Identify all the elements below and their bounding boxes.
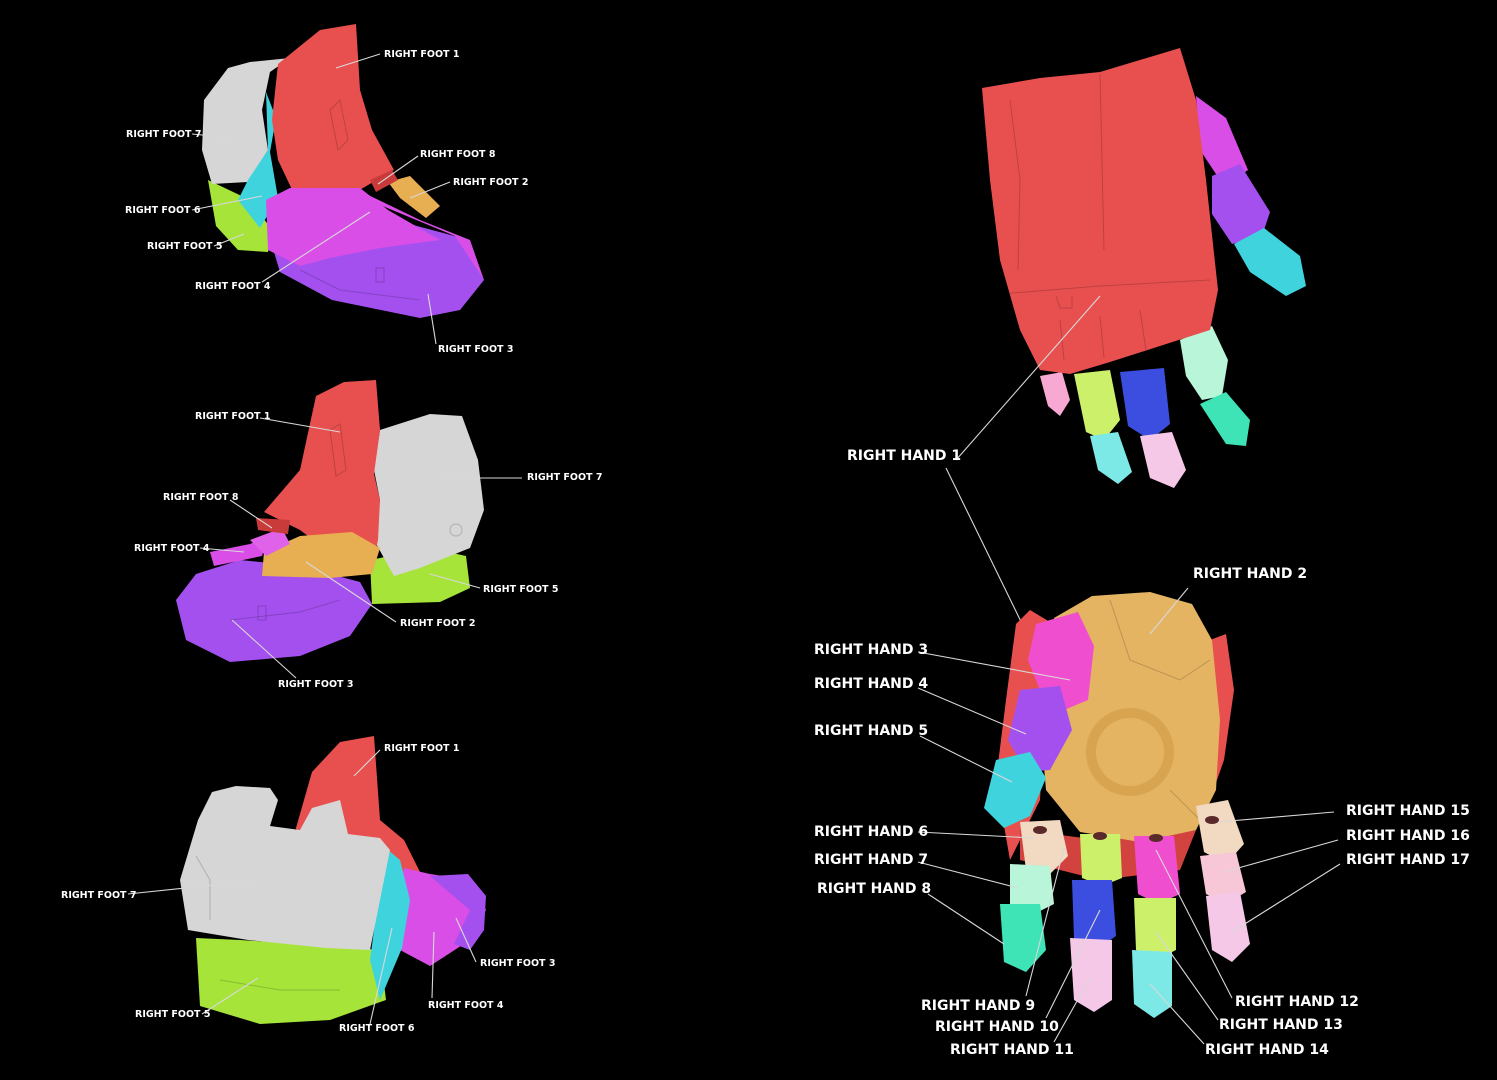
foot1-part-rf5 <box>208 180 272 252</box>
foot2-part-rf3 <box>176 560 372 662</box>
foot2-part-rf8 <box>256 518 290 534</box>
hand-label-rh2: RIGHT HAND 2 <box>1193 566 1307 582</box>
foot3-label-rf4: RIGHT FOOT 4 <box>428 1000 504 1011</box>
hand-label-rh11: RIGHT HAND 11 <box>950 1042 1074 1058</box>
hand-part-rh3 <box>1028 612 1094 710</box>
hand-view-bottom: RIGHT HAND 2 RIGHT HAND 3 RIGHT HAND 4 R… <box>814 566 1470 1058</box>
foot1-part-rf2 <box>388 176 440 218</box>
hand-label-rh4: RIGHT HAND 4 <box>814 676 928 692</box>
hand-part-rh8 <box>1000 904 1046 972</box>
foot-view-1: RIGHT FOOT 1 RIGHT FOOT 7 RIGHT FOOT 8 R… <box>125 24 528 355</box>
hand-label-rh14: RIGHT HAND 14 <box>1205 1042 1329 1058</box>
foot-view-3: RIGHT FOOT 1 RIGHT FOOT 7 RIGHT FOOT 3 R… <box>61 736 555 1034</box>
foot1-label-rf7: RIGHT FOOT 7 <box>126 129 201 140</box>
hand-label-rh13: RIGHT HAND 13 <box>1219 1017 1343 1033</box>
hand-label-rh12: RIGHT HAND 12 <box>1235 994 1359 1010</box>
foot3-label-rf3: RIGHT FOOT 3 <box>480 958 555 969</box>
foot2-label-rf1: RIGHT FOOT 1 <box>195 411 270 422</box>
hand-view-top: RIGHT HAND 1 <box>847 48 1306 641</box>
hand-part-rh6 <box>1020 820 1068 874</box>
hand-part-rh4 <box>1008 686 1072 772</box>
foot1-label-rf6: RIGHT FOOT 6 <box>125 205 201 216</box>
foot3-part-rf3 <box>430 874 486 950</box>
foot2-part-rf7 <box>374 414 484 576</box>
hand-part-rh12 <box>1134 836 1180 904</box>
foot3-label-rf6: RIGHT FOOT 6 <box>339 1023 415 1034</box>
hand-part-rh13 <box>1134 898 1176 960</box>
hand-label-rh5: RIGHT HAND 5 <box>814 723 928 739</box>
hand-part-rh11 <box>1070 938 1112 1012</box>
hand-part-rh15 <box>1196 800 1244 864</box>
hand-part-rh7 <box>1010 864 1054 914</box>
foot2-label-rf4: RIGHT FOOT 4 <box>134 543 210 554</box>
hand-part-rh16 <box>1200 852 1246 904</box>
foot3-label-rf5: RIGHT FOOT 5 <box>135 1009 210 1020</box>
hand-label-rh10: RIGHT HAND 10 <box>935 1019 1059 1035</box>
hand-part-rh14 <box>1132 950 1172 1018</box>
foot-view-2: RIGHT FOOT 1 RIGHT FOOT 7 RIGHT FOOT 8 R… <box>134 380 602 690</box>
hand-label-rh7: RIGHT HAND 7 <box>814 852 928 868</box>
foot1-label-rf3: RIGHT FOOT 3 <box>438 344 513 355</box>
foot1-part-rf4 <box>266 188 440 266</box>
hand-part-rh17 <box>1206 892 1250 962</box>
foot3-label-rf7: RIGHT FOOT 7 <box>61 890 136 901</box>
foot2-part-rf1 <box>264 380 380 566</box>
hand-label-rh1: RIGHT HAND 1 <box>847 448 961 464</box>
foot2-label-rf7: RIGHT FOOT 7 <box>527 472 602 483</box>
hand-part-rh10 <box>1072 880 1116 950</box>
foot3-part-rf7 <box>180 786 390 950</box>
foot2-label-rf5: RIGHT FOOT 5 <box>483 584 558 595</box>
hand-part-rh5 <box>984 752 1046 828</box>
hand-label-rh15: RIGHT HAND 15 <box>1346 803 1470 819</box>
foot3-part-rf5 <box>196 938 386 1024</box>
foot1-label-rf8: RIGHT FOOT 8 <box>420 149 496 160</box>
foot3-label-rf1: RIGHT FOOT 1 <box>384 743 459 754</box>
foot2-label-rf8: RIGHT FOOT 8 <box>163 492 239 503</box>
foot2-label-rf2: RIGHT FOOT 2 <box>400 618 475 629</box>
hand-part-rh9 <box>1080 834 1122 886</box>
hand-label-rh9: RIGHT HAND 9 <box>921 998 1035 1014</box>
hand-label-rh8: RIGHT HAND 8 <box>817 881 931 897</box>
foot1-label-rf5: RIGHT FOOT 5 <box>147 241 222 252</box>
foot2-label-rf3: RIGHT FOOT 3 <box>278 679 353 690</box>
foot1-label-rf2: RIGHT FOOT 2 <box>453 177 528 188</box>
hand-label-rh3: RIGHT HAND 3 <box>814 642 928 658</box>
foot1-label-rf4: RIGHT FOOT 4 <box>195 281 271 292</box>
hand-label-rh17: RIGHT HAND 17 <box>1346 852 1470 868</box>
foot1-label-rf1: RIGHT FOOT 1 <box>384 49 459 60</box>
hand-label-rh6: RIGHT HAND 6 <box>814 824 928 840</box>
foot1-part-rf1 <box>272 24 394 198</box>
foot2-part-rf2 <box>262 532 380 578</box>
hand-label-rh16: RIGHT HAND 16 <box>1346 828 1470 844</box>
hand-top-part-rh1 <box>982 48 1218 374</box>
foot1-part-rf6 <box>238 92 278 228</box>
foot1-part-rf7 <box>202 58 290 184</box>
